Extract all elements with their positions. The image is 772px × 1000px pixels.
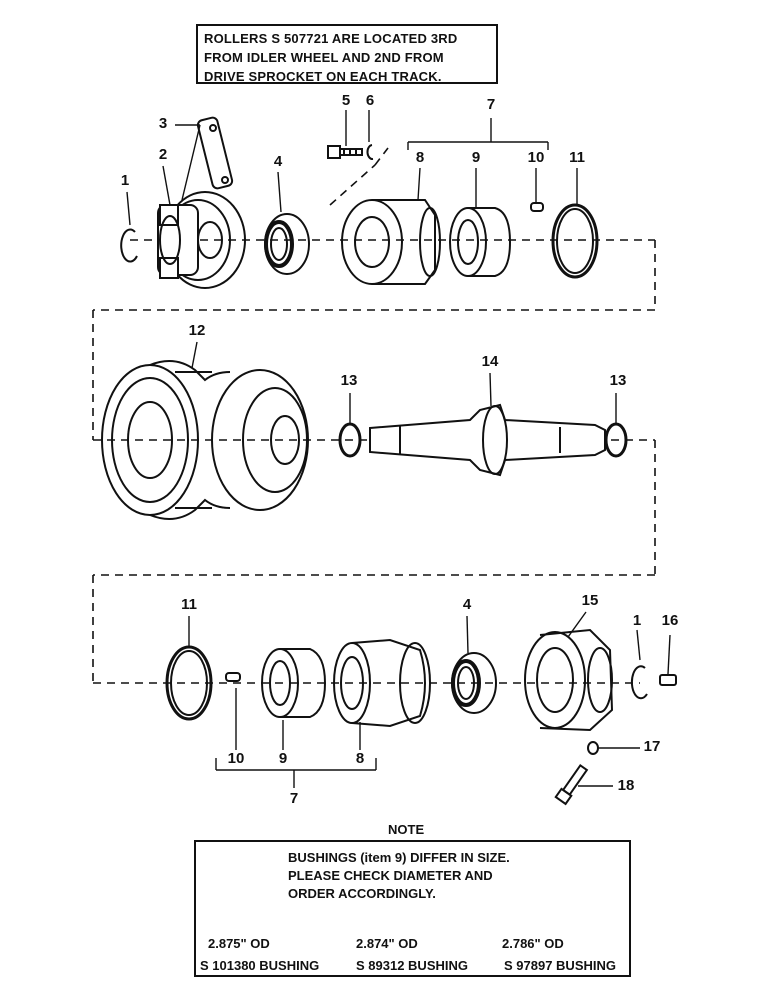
bushing-od: 2.875" OD (208, 936, 270, 951)
set-screw (659, 674, 677, 686)
callout-11: 11 (181, 596, 197, 613)
bushing (449, 207, 512, 277)
callout-3: 3 (158, 115, 168, 132)
note-line: BUSHINGS (item 9) DIFFER IN SIZE. (288, 850, 510, 865)
callout-6: 6 (365, 92, 375, 109)
callout-10: 10 (527, 149, 545, 166)
bushing-od: 2.786" OD (502, 936, 564, 951)
callout-8: 8 (415, 149, 425, 166)
note-line: PLEASE CHECK DIAMETER AND (288, 868, 493, 883)
callout-10: 10 (227, 750, 245, 767)
callout-12: 12 (188, 322, 206, 339)
roller-body (101, 360, 309, 520)
snap-ring (630, 665, 648, 700)
callout-2: 2 (158, 146, 168, 163)
callout-5: 5 (341, 92, 351, 109)
end-collar (524, 628, 614, 732)
pin (530, 202, 544, 212)
note-title: NOTE (388, 822, 425, 837)
location-note-line: ROLLERS S 507721 ARE LOCATED 3RD (204, 31, 458, 46)
callout-15: 15 (581, 592, 599, 609)
lock-plate (196, 116, 234, 190)
seal (264, 213, 310, 275)
washer (587, 741, 599, 755)
callout-17: 17 (643, 738, 661, 755)
callout-18: 18 (617, 777, 635, 794)
pin (225, 672, 241, 682)
seal (451, 652, 497, 714)
bushing-note-box: BUSHINGS (item 9) DIFFER IN SIZE. PLEASE… (194, 840, 631, 977)
callout-7: 7 (289, 790, 299, 807)
o-ring (551, 203, 599, 279)
bushing-part-number: S 101380 BUSHING (200, 958, 320, 973)
snap-ring (120, 228, 138, 263)
callout-1: 1 (120, 172, 130, 189)
location-note-line: DRIVE SPROCKET ON EACH TRACK. (204, 69, 442, 84)
end-collar (157, 191, 246, 289)
callout-9: 9 (278, 750, 288, 767)
bushing-part-number: S 89312 BUSHING (356, 958, 468, 973)
callout-9: 9 (471, 149, 481, 166)
callout-4: 4 (273, 153, 283, 170)
bushing-part-number: S 97897 BUSHING (504, 958, 616, 973)
bolt (327, 145, 363, 159)
callout-8: 8 (355, 750, 365, 767)
callout-13: 13 (609, 372, 627, 389)
hub (333, 638, 431, 728)
note-line: ORDER ACCORDINGLY. (288, 886, 436, 901)
location-note-line: FROM IDLER WHEEL AND 2ND FROM (204, 50, 444, 65)
bushing-od: 2.874" OD (356, 936, 418, 951)
location-note-box: ROLLERS S 507721 ARE LOCATED 3RD FROM ID… (196, 24, 498, 84)
washer (366, 144, 374, 160)
callout-11: 11 (569, 149, 585, 166)
bushing (261, 648, 327, 718)
callout-4: 4 (462, 596, 472, 613)
callout-14: 14 (481, 353, 499, 370)
callout-7: 7 (486, 96, 496, 113)
leader-lines (126, 110, 671, 788)
callout-16: 16 (661, 612, 679, 629)
hub (341, 199, 441, 285)
shaft (369, 403, 606, 477)
callout-13: 13 (340, 372, 358, 389)
bolt (554, 764, 589, 806)
o-ring (165, 645, 213, 721)
assembly-axis-lines (92, 147, 656, 684)
callout-1: 1 (632, 612, 642, 629)
